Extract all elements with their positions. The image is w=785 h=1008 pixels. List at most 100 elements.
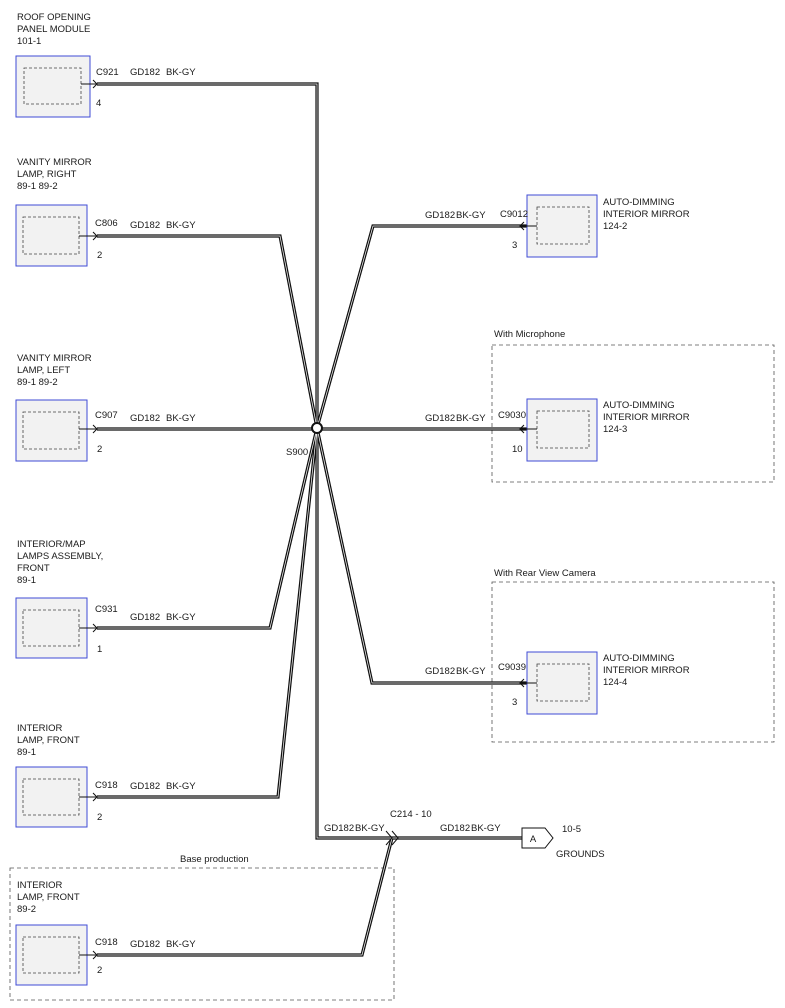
wire-color-label: BK-GY [355, 823, 385, 834]
pin-number: 2 [97, 812, 102, 823]
wire-circuit-label: GD182 [130, 220, 160, 231]
pin-number: 10 [512, 444, 523, 455]
component-interior-map-lamps-assembly[interactable]: INTERIOR/MAP LAMPS ASSEMBLY, FRONT 89-1 … [15, 539, 196, 659]
pin-number: 3 [512, 697, 517, 708]
component-interior-lamp-front-2[interactable]: INTERIOR LAMP, FRONT 89-2 C918 2 GD182 B… [15, 880, 196, 986]
pin-arrow-icon [92, 79, 98, 89]
component-roof-opening-panel-module[interactable]: ROOF OPENING PANEL MODULE 101-1 C921 4 G… [15, 12, 196, 118]
component-title-line: 89-1 [17, 747, 36, 758]
base-production-label: Base production [180, 854, 249, 865]
component-title-line: INTERIOR [17, 723, 63, 734]
component-title-line: AUTO-DIMMING [603, 653, 675, 664]
wire-to-c214 [315, 428, 392, 840]
wire-circuit-label: GD182 [440, 823, 470, 834]
component-interior-lamp-front-1[interactable]: INTERIOR LAMP, FRONT 89-1 C918 2 GD182 B… [15, 723, 196, 828]
component-title-line: AUTO-DIMMING [603, 400, 675, 411]
wire-color-label: BK-GY [166, 781, 196, 792]
inline-connector-label: C214 - 10 [390, 809, 432, 820]
component-title-line: LAMP, FRONT [17, 892, 80, 903]
component-vanity-mirror-lamp-right[interactable]: VANITY MIRROR LAMP, RIGHT 89-1 89-2 C806… [15, 157, 196, 267]
component-title-line: INTERIOR [17, 880, 63, 891]
component-title-line: 124-4 [603, 677, 627, 688]
component-title-line: 124-3 [603, 424, 627, 435]
wire-circuit-label: GD182 [130, 413, 160, 424]
wire-core-map [97, 427, 318, 629]
component-auto-dimming-mirror-124-3[interactable]: AUTO-DIMMING INTERIOR MIRROR 124-3 C9030… [425, 398, 690, 462]
wire-color-label: BK-GY [166, 67, 196, 78]
wire-circuit-label: GD182 [425, 666, 455, 677]
component-title-line: LAMP, RIGHT [17, 169, 77, 180]
component-inner-box [22, 936, 80, 974]
ground-ref-number: 10-5 [562, 824, 581, 835]
wire-circuit-label: GD182 [130, 939, 160, 950]
component-title-line: 89-1 [17, 575, 36, 586]
ground-letter: A [530, 834, 537, 845]
component-title-line: 101-1 [17, 36, 41, 47]
pin-arrow-icon [519, 424, 525, 434]
pin-arrow-icon [92, 792, 98, 802]
component-title-line: VANITY MIRROR [17, 353, 92, 364]
wire-color-label: BK-GY [166, 413, 196, 424]
ground-reference-icon[interactable] [521, 827, 554, 849]
component-auto-dimming-mirror-124-4[interactable]: AUTO-DIMMING INTERIOR MIRROR 124-4 C9039… [425, 651, 690, 715]
component-title-line: LAMP, LEFT [17, 365, 70, 376]
component-title-line: INTERIOR/MAP [17, 539, 86, 550]
component-box [15, 204, 88, 267]
inline-connector-c214-icon [385, 830, 399, 846]
wire-color-label: BK-GY [456, 666, 486, 677]
splice-label: S900 [286, 447, 308, 458]
component-inner-box [536, 410, 590, 449]
component-title-line: LAMPS ASSEMBLY, [17, 551, 103, 562]
component-inner-box [536, 206, 590, 245]
component-vanity-mirror-lamp-left[interactable]: VANITY MIRROR LAMP, LEFT 89-1 89-2 C907 … [15, 353, 196, 462]
connector-label: C9012 [500, 209, 528, 220]
component-title-line: LAMP, FRONT [17, 735, 80, 746]
wire-core-interior-2 [97, 837, 393, 956]
component-box [526, 194, 598, 258]
pin-arrow-icon [519, 678, 525, 688]
wire-circuit-label: GD182 [130, 781, 160, 792]
component-title-line: VANITY MIRROR [17, 157, 92, 168]
wire-mirror-3 [315, 427, 532, 685]
connector-label: C918 [95, 937, 118, 948]
component-auto-dimming-mirror-124-2[interactable]: AUTO-DIMMING INTERIOR MIRROR 124-2 C9012… [425, 194, 690, 258]
rear-camera-option-label: With Rear View Camera [494, 568, 596, 579]
wire-color-label: BK-GY [166, 612, 196, 623]
component-title-line: AUTO-DIMMING [603, 197, 675, 208]
wires [97, 82, 532, 957]
pin-arrow-icon [92, 424, 98, 434]
component-inner-box [22, 216, 80, 255]
microphone-option-box [491, 344, 775, 483]
pin-number: 2 [97, 250, 102, 261]
pin-arrow-icon [92, 231, 98, 241]
pin-arrow-icon [92, 623, 98, 633]
pin-number: 2 [97, 965, 102, 976]
connector-label: C907 [95, 410, 118, 421]
wire-map-lamps [97, 427, 319, 630]
wire-core-mirror-1 [316, 225, 532, 429]
pin-arrow-icon [519, 221, 525, 231]
component-box [526, 398, 598, 462]
wire-core-interior-1 [97, 427, 318, 798]
pin-number: 3 [512, 240, 517, 251]
wire-core-roof [97, 83, 318, 428]
component-box [526, 651, 598, 715]
pin-arrow-icon [92, 950, 98, 960]
component-title-line: 89-1 89-2 [17, 377, 58, 388]
component-inner-box [22, 411, 80, 450]
component-title-line: INTERIOR MIRROR [603, 665, 690, 676]
wire-color-label: BK-GY [166, 939, 196, 950]
pin-number: 2 [97, 444, 102, 455]
splice-s900[interactable] [311, 422, 323, 434]
connector-label: C931 [95, 604, 118, 615]
ground-label: GROUNDS [556, 849, 605, 860]
wire-circuit-label: GD182 [425, 210, 455, 221]
wire-color-label: BK-GY [166, 220, 196, 231]
wire-color-label: BK-GY [471, 823, 501, 834]
component-title-line: PANEL MODULE [17, 24, 90, 35]
wire-vanity-right [97, 234, 319, 429]
component-box [15, 55, 91, 118]
component-inner-box [22, 609, 80, 647]
